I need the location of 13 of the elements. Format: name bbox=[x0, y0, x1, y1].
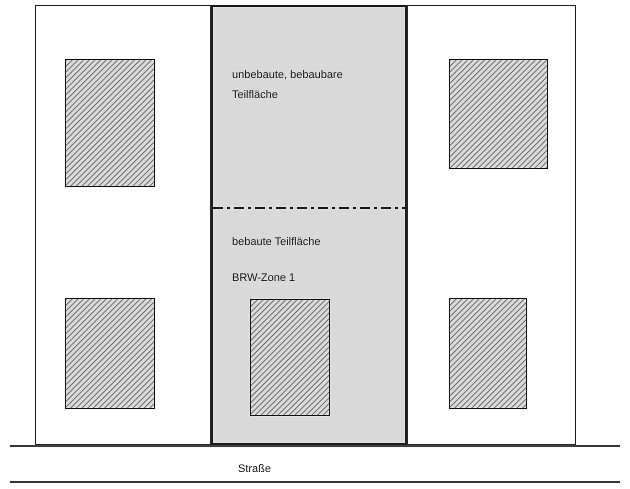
parcel-plot bbox=[35, 5, 211, 445]
hatched-building bbox=[449, 298, 527, 409]
area-label: bebaute Teilfläche bbox=[232, 235, 322, 250]
parcel-plot bbox=[407, 5, 576, 445]
hatched-building bbox=[449, 59, 548, 169]
hatched-building bbox=[250, 299, 330, 416]
hatched-building bbox=[65, 298, 155, 409]
area-label: Straße bbox=[238, 462, 272, 477]
parcel-plot bbox=[211, 5, 407, 445]
area-label: BRW-Zone 1 bbox=[232, 271, 296, 286]
area-label: unbebaute, bebaubare Teilfläche bbox=[232, 68, 344, 103]
hatched-building bbox=[65, 59, 155, 187]
street-band bbox=[10, 445, 620, 483]
